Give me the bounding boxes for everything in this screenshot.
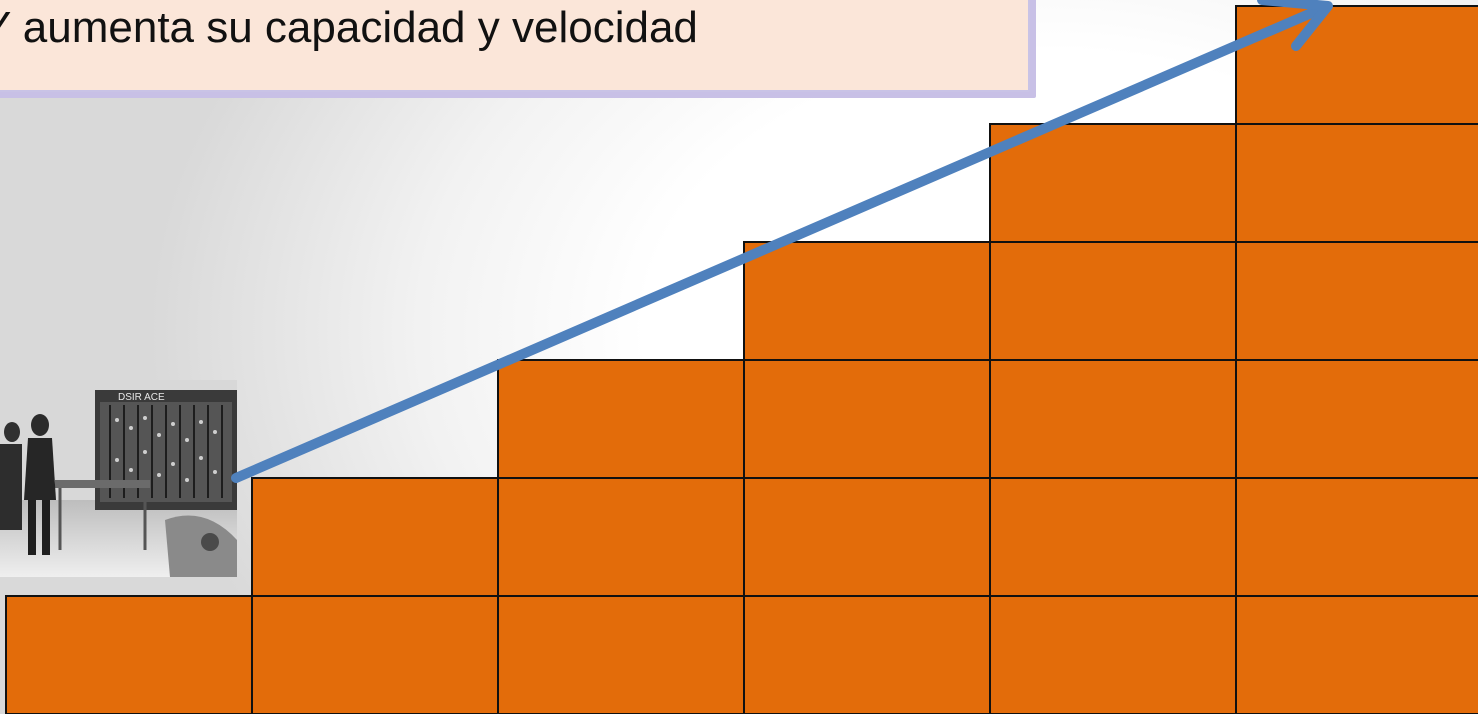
stair-block <box>989 123 1237 243</box>
caption-box: Y aumenta su capacidad y velocidad <box>0 0 1030 92</box>
stair-block <box>251 477 499 597</box>
stair-block <box>1235 5 1478 125</box>
historic-computer-photo: DSIR ACE <box>0 380 237 577</box>
stair-block <box>743 241 991 361</box>
historic-computer-illustration: DSIR ACE <box>0 380 237 577</box>
stair-block <box>497 477 745 597</box>
stair-block <box>989 241 1237 361</box>
growth-arrow-head <box>1257 0 1333 51</box>
stair-block <box>743 595 991 714</box>
photo-sign: DSIR ACE <box>118 392 165 403</box>
stair-block <box>743 477 991 597</box>
stair-block <box>1235 477 1478 597</box>
stair-block <box>989 477 1237 597</box>
caption-text: Y aumenta su capacidad y velocidad <box>0 3 698 52</box>
stair-block <box>497 595 745 714</box>
stair-block <box>1235 241 1478 361</box>
growth-arrow <box>231 0 1333 483</box>
stair-block <box>989 595 1237 714</box>
stair-block <box>743 359 991 479</box>
stair-block <box>989 359 1237 479</box>
growth-arrow-shaft <box>231 3 1328 483</box>
stair-block <box>1235 595 1478 714</box>
stair-block <box>251 595 499 714</box>
stair-block <box>497 359 745 479</box>
stair-block <box>1235 359 1478 479</box>
stair-block <box>1235 123 1478 243</box>
stair-block <box>5 595 253 714</box>
staircase-blocks <box>5 5 1478 714</box>
